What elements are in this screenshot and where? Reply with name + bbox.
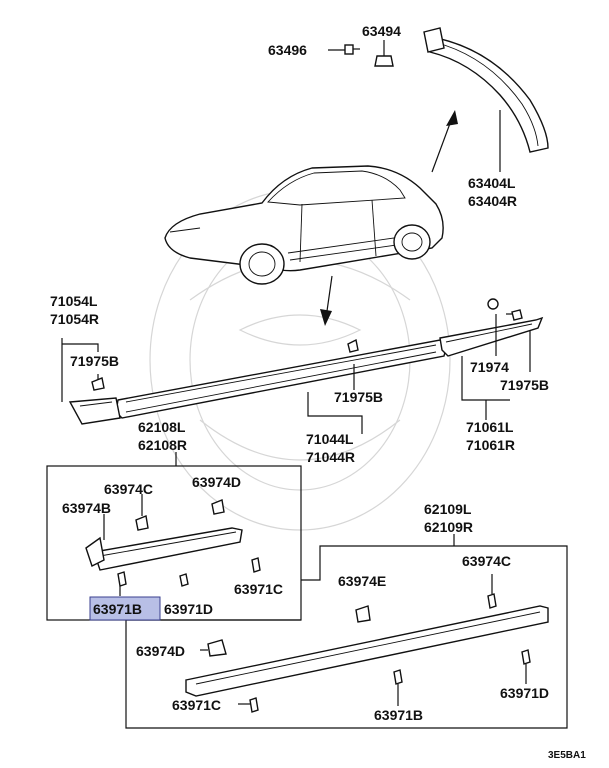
clip-63494 (374, 40, 394, 67)
label-63494: 63494 (362, 23, 401, 39)
label-62108r: 62108R (138, 437, 187, 453)
label-63974d-box1: 63974D (192, 474, 241, 490)
nut-71974 (487, 298, 499, 310)
label-71054l: 71054L (50, 293, 98, 309)
label-63974c-box2: 63974C (462, 553, 511, 569)
diagram-code: 3E5BA1 (548, 750, 586, 761)
clip-71975b-left (91, 377, 105, 391)
label-71974: 71974 (470, 359, 509, 375)
arrow-to-pillar (431, 110, 458, 173)
clip-63496 (328, 44, 360, 55)
box-62108 (46, 452, 302, 621)
label-71061l: 71061L (466, 419, 514, 435)
label-63971b-box1: 63971B (93, 601, 142, 617)
label-63971c-box2: 63971C (172, 697, 221, 713)
label-63971b-box2: 63971B (374, 707, 423, 723)
label-71975b-right: 71975B (500, 377, 549, 393)
car-illustration (164, 165, 444, 285)
label-63404r: 63404R (468, 193, 517, 209)
label-63971c-box1: 63971C (234, 581, 283, 597)
side-molding-71044 (115, 339, 447, 419)
label-62109r: 62109R (424, 519, 473, 535)
clip-71975b-mid (347, 338, 359, 353)
leaders-molding-group (61, 314, 531, 434)
label-63404l: 63404L (468, 175, 516, 191)
label-63974e: 63974E (338, 573, 386, 589)
label-63974c-box1: 63974C (104, 481, 153, 497)
label-63974d-box2: 63974D (136, 643, 185, 659)
arrow-to-moldings (320, 275, 333, 326)
label-71975b-left: 71975B (70, 353, 119, 369)
label-63971d-box1: 63971D (164, 601, 213, 617)
label-62108l: 62108L (138, 419, 186, 435)
highlighted-part-box (89, 596, 161, 621)
label-71044l: 71044L (306, 431, 354, 447)
label-63971d-box2: 63971D (500, 685, 549, 701)
clip-71975b-right (506, 309, 523, 321)
end-molding-71054 (68, 397, 121, 425)
label-63496: 63496 (268, 42, 307, 58)
box-62109 (125, 534, 568, 729)
label-71054r: 71054R (50, 311, 99, 327)
label-71061r: 71061R (466, 437, 515, 453)
label-71044r: 71044R (306, 449, 355, 465)
pillar-trim-part (423, 27, 549, 153)
label-62109l: 62109L (424, 501, 472, 517)
label-71975b-mid: 71975B (334, 389, 383, 405)
rear-molding-71061 (439, 316, 544, 357)
label-63974b: 63974B (62, 500, 111, 516)
